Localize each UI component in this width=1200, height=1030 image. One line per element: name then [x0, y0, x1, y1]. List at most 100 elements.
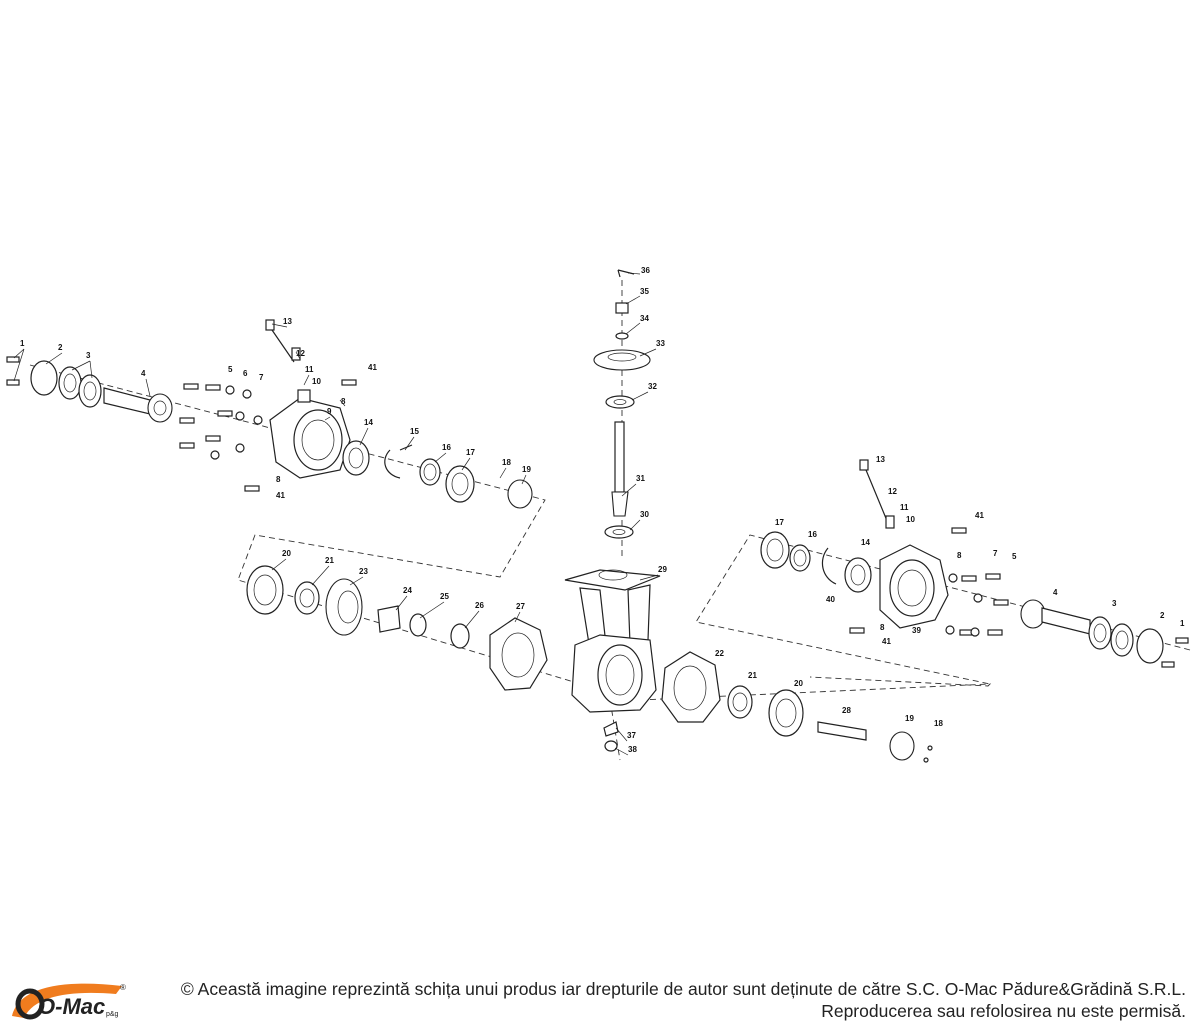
part-24-coupling — [377, 605, 401, 633]
label-part-19-right: 19 — [905, 714, 914, 723]
label-part-7: 7 — [259, 373, 264, 382]
right-assembly — [760, 459, 1189, 668]
lower-right-row — [661, 651, 933, 763]
part-number-labels: 1 2 3 4 5 6 7 8 9 10 11 12 13 14 15 16 1… — [20, 266, 1185, 754]
part-14-bearing-left — [342, 440, 370, 476]
label-part-28: 28 — [842, 706, 851, 715]
part-3-seal-b-right — [1110, 623, 1134, 657]
label-part-38: 38 — [628, 745, 637, 754]
part-29-main-housing — [564, 569, 661, 713]
logo-o-mark — [15, 988, 45, 1020]
label-part-14: 14 — [364, 418, 373, 427]
copyright-line-1: © Această imagine reprezintă schița unui… — [180, 979, 1186, 999]
part-28-output-shaft — [817, 721, 867, 741]
label-part-4: 4 — [141, 369, 146, 378]
copyright-notice: © Această imagine reprezintă schița unui… — [136, 978, 1186, 1022]
part-22-gasket-right — [661, 651, 721, 723]
part-9-housing-left — [269, 389, 351, 479]
part-1-bolts-left — [6, 356, 20, 386]
part-37-plug — [603, 721, 619, 737]
leader-lines — [13, 272, 659, 756]
label-part-13: 13 — [283, 317, 292, 326]
label-part-11: 11 — [305, 365, 314, 374]
label-part-29: 29 — [658, 565, 667, 574]
label-part-14-right: 14 — [861, 538, 870, 547]
part-38-plug — [604, 740, 618, 752]
label-part-18: 18 — [502, 458, 511, 467]
label-part-1-right: 1 — [1180, 619, 1185, 628]
label-part-11-right: 11 — [900, 503, 909, 512]
part-3-seal-a-left — [58, 366, 82, 400]
label-part-21: 21 — [325, 556, 334, 565]
label-part-21-right: 21 — [748, 671, 757, 680]
part-32-bearing-top — [605, 395, 635, 409]
label-part-39: 39 — [912, 626, 921, 635]
label-part-40: 40 — [826, 595, 835, 604]
part-34-washer — [615, 332, 629, 340]
label-part-32: 32 — [648, 382, 657, 391]
label-part-6: 6 — [243, 369, 248, 378]
label-part-17: 17 — [466, 448, 475, 457]
label-part-41: 41 — [368, 363, 377, 372]
part-14-bearing-right — [844, 557, 872, 593]
parts-5-6-7-bolts-left — [179, 383, 263, 460]
label-part-8: 8 — [341, 397, 346, 406]
label-part-24: 24 — [403, 586, 412, 595]
label-part-16: 16 — [442, 443, 451, 452]
label-part-4-right: 4 — [1053, 588, 1058, 597]
part-16-ring-left — [419, 458, 441, 486]
label-part-8b-right: 8 — [880, 623, 885, 632]
part-3-seal-b-left — [78, 374, 102, 408]
part-39-housing-right — [879, 544, 949, 629]
copyright-line-2: Reproducerea sau refolosirea nu este per… — [821, 1001, 1186, 1021]
footer: O-Mac p&g ® © Această imagine reprezintă… — [0, 968, 1200, 1030]
label-part-13-right: 13 — [876, 455, 885, 464]
label-part-3: 3 — [86, 351, 91, 360]
part-21-bearing-lower-left — [294, 581, 320, 615]
label-part-25: 25 — [440, 592, 449, 601]
part-13-breather-left — [265, 319, 301, 363]
label-part-16-right: 16 — [808, 530, 817, 539]
label-part-41-right: 41 — [975, 511, 984, 520]
part-4-shaft-right — [1020, 599, 1091, 635]
label-part-5: 5 — [228, 365, 233, 374]
label-part-18-right: 18 — [934, 719, 943, 728]
label-part-5-right: 5 — [1012, 552, 1017, 561]
part-35-nut — [615, 302, 629, 314]
lower-left-row — [246, 565, 548, 691]
label-part-22: 22 — [715, 649, 724, 658]
part-13-breather-right — [859, 459, 895, 529]
part-19-flange-left — [507, 479, 533, 509]
label-part-33: 33 — [656, 339, 665, 348]
exploded-gearbox-diagram: 1 2 3 4 5 6 7 8 9 10 11 12 13 14 15 16 1… — [6, 266, 1191, 763]
label-part-8-lower-left: 8 — [276, 475, 281, 484]
part-19-flange-right — [889, 731, 915, 761]
label-part-17-right: 17 — [775, 518, 784, 527]
part-15-clip-left — [384, 444, 413, 479]
part-4-shaft-left — [103, 387, 173, 423]
part-30-bearing-bottom — [604, 525, 634, 539]
part-21-bearing-lower-right — [727, 685, 753, 719]
part-25-ring — [409, 613, 427, 637]
label-part-27: 27 — [516, 602, 525, 611]
label-part-41b-right: 41 — [882, 637, 891, 646]
label-part-12-right: 12 — [888, 487, 897, 496]
label-part-35: 35 — [640, 287, 649, 296]
part-26-ring — [450, 623, 470, 649]
logo-text: O-Mac — [38, 994, 105, 1019]
part-31-vertical-shaft — [611, 421, 629, 517]
logo-orange-swoosh — [12, 983, 122, 1018]
label-part-37: 37 — [627, 731, 636, 740]
label-part-20: 20 — [282, 549, 291, 558]
label-part-15: 15 — [410, 427, 419, 436]
label-part-10-right: 10 — [906, 515, 915, 524]
label-part-34: 34 — [640, 314, 649, 323]
label-part-36: 36 — [641, 266, 650, 275]
omac-logo: O-Mac p&g ® — [12, 983, 126, 1020]
part-16-ring-right — [789, 544, 811, 572]
logo-suffix: p&g — [106, 1011, 119, 1018]
label-part-1: 1 — [20, 339, 25, 348]
logo-registered-mark: ® — [120, 983, 126, 992]
left-assembly — [6, 319, 533, 509]
parts-5-6-7-bolts-right — [945, 573, 1009, 637]
